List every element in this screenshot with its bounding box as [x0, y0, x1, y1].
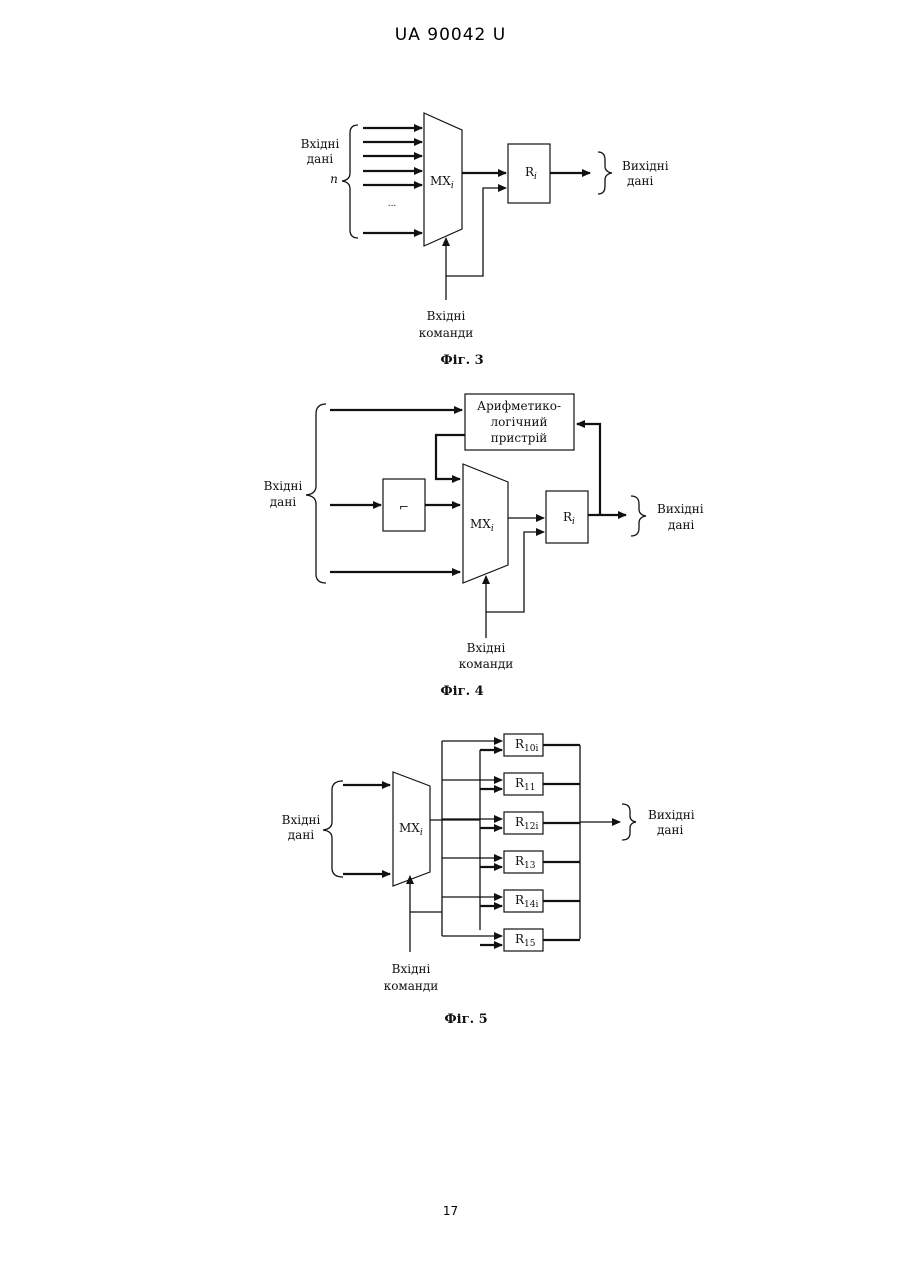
fig5-input-commands-label-line2: команди: [384, 979, 439, 993]
fig5-input-data-label-line1: Вхідні: [282, 813, 321, 827]
fig3-input-data-label-line1: Вхідні: [301, 137, 340, 151]
figure-4: Вхідні дані Арифметико- логічний пристрі…: [264, 394, 704, 699]
fig3-output-data-label-line1: Вихідні: [622, 159, 669, 173]
fig5-caption: Фіг. 5: [444, 1012, 487, 1027]
fig4-input-data-label-line1: Вхідні: [264, 479, 303, 493]
figure-5: Вхідні дані MXi R10iR11R12iR13R14iR15 Ви…: [282, 734, 695, 1027]
fig5-output-data-label-line2: дані: [657, 823, 684, 837]
fig4-input-commands-label-line1: Вхідні: [467, 641, 506, 655]
fig3-caption: Фіг. 3: [440, 353, 483, 368]
fig4-alu-label-line1: Арифметико-: [477, 399, 561, 413]
fig5-output-brace: [622, 804, 636, 840]
fig4-caption: Фіг. 4: [440, 684, 483, 699]
fig5-input-brace: [323, 781, 343, 877]
fig4-alu-label-line3: пристрій: [491, 431, 548, 445]
fig4-output-data-label-line2: дані: [668, 518, 695, 532]
fig5-input-data-label-line2: дані: [288, 828, 315, 842]
fig3-input-brace: [342, 125, 358, 238]
fig4-alu-to-mux-arrow: [436, 435, 465, 479]
fig3-input-commands-label-line2: команди: [419, 326, 474, 340]
fig3-input-data-label-line2: дані: [307, 152, 334, 166]
fig4-input-brace: [306, 404, 326, 583]
fig4-output-data-label-line1: Вихідні: [657, 502, 704, 516]
fig4-output-brace: [631, 496, 646, 536]
fig5-output-data-label-line1: Вихідні: [648, 808, 695, 822]
fig3-output-data-label-line2: дані: [627, 174, 654, 188]
fig3-input-commands-label-line1: Вхідні: [427, 309, 466, 323]
fig4-inverter-label: ⌐: [399, 500, 409, 514]
figure-3: Вхідні дані n ... MXi Ri Вихідні дані Вх…: [301, 113, 669, 368]
fig4-input-commands-label-line2: команди: [459, 657, 514, 671]
page-number: 17: [0, 1204, 901, 1218]
fig4-input-data-label-line2: дані: [270, 495, 297, 509]
fig4-alu-label-line2: логічний: [491, 415, 548, 429]
fig3-n-label: n: [330, 172, 338, 186]
fig5-input-commands-label-line1: Вхідні: [392, 962, 431, 976]
fig3-ellipsis: ...: [388, 199, 397, 209]
fig3-output-brace: [598, 152, 612, 194]
fig5-register-bank: R10iR11R12iR13R14iR15: [442, 734, 580, 951]
